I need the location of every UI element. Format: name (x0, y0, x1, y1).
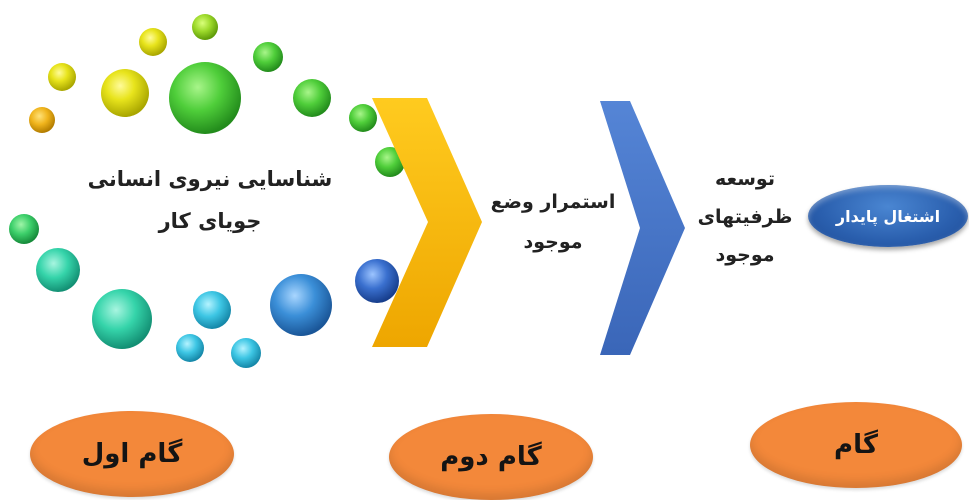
middle-text-line2: موجود (523, 231, 583, 253)
step-2-ellipse: گام دوم (389, 414, 593, 500)
bubble (375, 147, 405, 177)
right-text: توسعه ظرفیتهای موجود (690, 160, 800, 274)
chevron-yellow (372, 98, 482, 347)
bubble (293, 79, 331, 117)
bubble (9, 214, 39, 244)
bubble (92, 289, 152, 349)
bubble (253, 42, 283, 72)
step-3-label: گام (834, 430, 878, 460)
bubble (169, 62, 241, 134)
circle-text-line1: شناسایی نیروی انسانی (87, 167, 333, 191)
bubble (355, 259, 399, 303)
bubble-ring (9, 14, 405, 368)
chevron-blue (600, 101, 685, 355)
bubble (193, 291, 231, 329)
right-text-line3: موجود (715, 244, 775, 266)
bubble (139, 28, 167, 56)
bubble (36, 248, 80, 292)
bubble (231, 338, 261, 368)
bubble (29, 107, 55, 133)
middle-text-line1: استمرار وضع (490, 191, 616, 213)
bubble (101, 69, 149, 117)
bubble (270, 274, 332, 336)
right-text-line2: ظرفیتهای (697, 206, 793, 228)
circle-text-line2: جویای کار (158, 209, 262, 233)
middle-text: استمرار وضع موجود (478, 182, 628, 262)
step-1-label: گام اول (81, 439, 183, 469)
step-2-label: گام دوم (440, 442, 542, 472)
bubble (349, 104, 377, 132)
goal-label: اشتغال پایدار (835, 206, 941, 226)
circle-text: شناسایی نیروی انسانی جویای کار (60, 158, 360, 242)
bubble (176, 334, 204, 362)
bubble (192, 14, 218, 40)
bubble (48, 63, 76, 91)
step-3-ellipse: گام (750, 402, 962, 488)
goal-ellipse: اشتغال پایدار (808, 185, 968, 247)
right-text-line1: توسعه (715, 168, 775, 190)
step-1-ellipse: گام اول (30, 411, 234, 497)
